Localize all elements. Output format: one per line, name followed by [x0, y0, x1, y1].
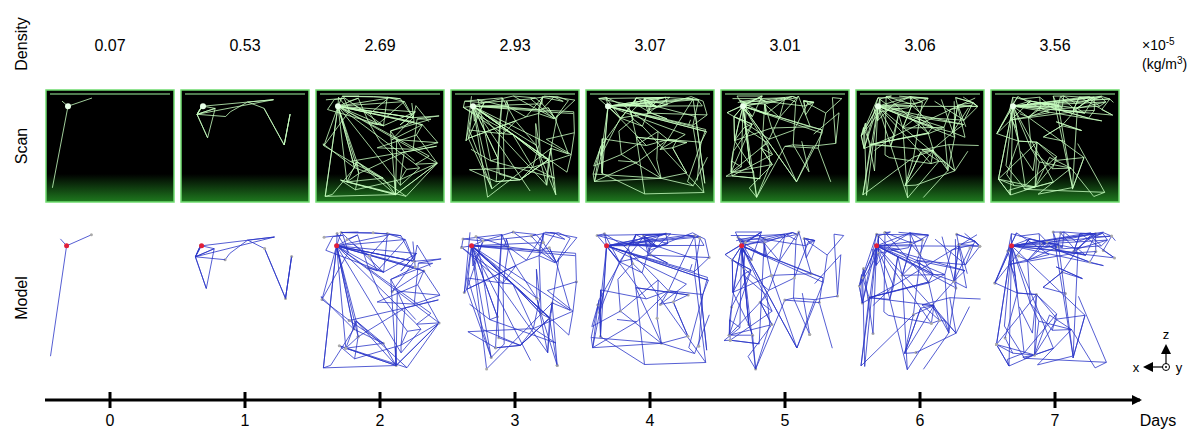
axis-letter: y — [1176, 361, 1183, 374]
time-axis — [45, 399, 1140, 402]
web-model — [993, 231, 1116, 368]
scan-image — [721, 90, 849, 202]
scan-image — [46, 90, 174, 202]
day-number: 4 — [646, 413, 655, 429]
scan-image — [181, 90, 309, 202]
scan-image — [316, 90, 444, 202]
row-label: Density — [14, 17, 30, 70]
day-number: 3 — [511, 413, 520, 429]
axis-glyph — [1145, 346, 1170, 371]
day-number: 7 — [1051, 413, 1060, 429]
density-value: 2.93 — [499, 38, 530, 54]
axis-letter: z — [1163, 328, 1170, 341]
row-label: Model — [14, 276, 30, 320]
scan-image — [991, 90, 1119, 202]
web-model — [724, 231, 844, 371]
density-value: 3.01 — [769, 38, 800, 54]
scan-image — [451, 90, 579, 202]
day-number: 6 — [916, 413, 925, 429]
density-value: 0.07 — [94, 38, 125, 54]
density-value: 2.69 — [364, 38, 395, 54]
density-value: 3.56 — [1039, 38, 1070, 54]
axis-tick — [109, 392, 112, 408]
day-number: 1 — [241, 413, 250, 429]
unit-exponent: 3 — [1177, 55, 1183, 66]
density-value: 3.06 — [904, 38, 935, 54]
unit-text: ) — [1183, 56, 1188, 72]
axis-tick — [784, 392, 787, 408]
web-model — [858, 231, 981, 370]
axis-tick — [244, 392, 247, 408]
unit-text: ×10 — [1142, 37, 1166, 53]
web-model — [591, 232, 710, 364]
axis-tick — [379, 392, 382, 408]
axis-letter: x — [1133, 361, 1140, 374]
web-model — [195, 237, 293, 300]
day-number: 0 — [106, 413, 115, 429]
axis-tick — [649, 392, 652, 408]
web-model — [321, 231, 442, 368]
scan-image — [856, 90, 984, 202]
day-number: 2 — [376, 413, 385, 429]
density-value: 0.53 — [229, 38, 260, 54]
density-value: 3.07 — [634, 38, 665, 54]
web-model — [51, 233, 93, 356]
unit-text: (kg/m — [1142, 56, 1177, 72]
scan-image — [586, 90, 714, 202]
day-number: 5 — [781, 413, 790, 429]
row-label: Scan — [14, 128, 30, 164]
axis-tick — [1054, 392, 1057, 408]
unit-label: ×10-5 (kg/m3) — [1142, 36, 1187, 73]
unit-exponent: -5 — [1166, 36, 1175, 47]
axis-tick — [514, 392, 517, 408]
web-model — [460, 231, 578, 371]
axis-title: Days — [1140, 413, 1176, 429]
axis-tick — [919, 392, 922, 408]
